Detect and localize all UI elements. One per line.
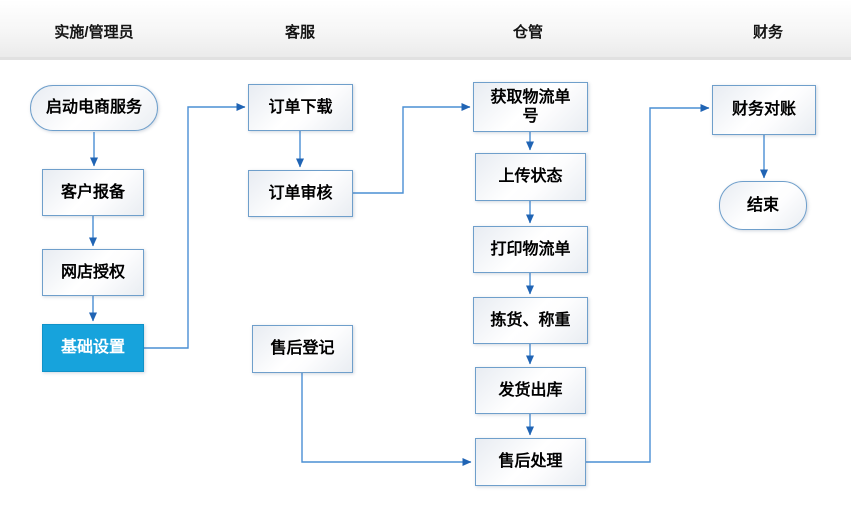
lane-label-admin: 实施/管理员	[54, 24, 134, 41]
node-pick-weigh: 拣货、称重	[473, 297, 588, 344]
connector-aftersales-register-to-aftersales-handle	[301, 373, 472, 466]
node-shop-auth: 网店授权	[42, 249, 144, 296]
node-get-logistics-no: 获取物流单号	[473, 82, 588, 132]
lane-label-warehouse: 仓管	[512, 24, 544, 41]
node-finance-reconcile: 财务对账	[712, 85, 816, 135]
node-start: 启动电商服务	[30, 85, 158, 131]
connector-basic-setup-to-order-download	[144, 103, 246, 349]
node-upload-status: 上传状态	[475, 153, 586, 201]
node-order-review: 订单审核	[248, 170, 353, 217]
node-aftersales-handle: 售后处理	[475, 438, 586, 486]
node-end: 结束	[719, 181, 807, 230]
node-ship-out: 发货出库	[475, 367, 586, 414]
node-aftersales-register: 售后登记	[252, 325, 353, 373]
lane-label-service: 客服	[284, 24, 316, 41]
node-customer-report: 客户报备	[42, 169, 144, 216]
node-basic-setup: 基础设置	[42, 324, 144, 372]
node-order-download: 订单下载	[248, 84, 353, 131]
connector-aftersales-handle-to-finance-reconcile	[586, 104, 710, 463]
lane-label-finance: 财务	[752, 24, 784, 41]
swimlane-header: 实施/管理员 客服 仓管 财务	[0, 0, 851, 60]
node-print-logistics: 打印物流单	[473, 226, 588, 273]
connector-order-review-to-get-logistics-no	[353, 103, 471, 194]
